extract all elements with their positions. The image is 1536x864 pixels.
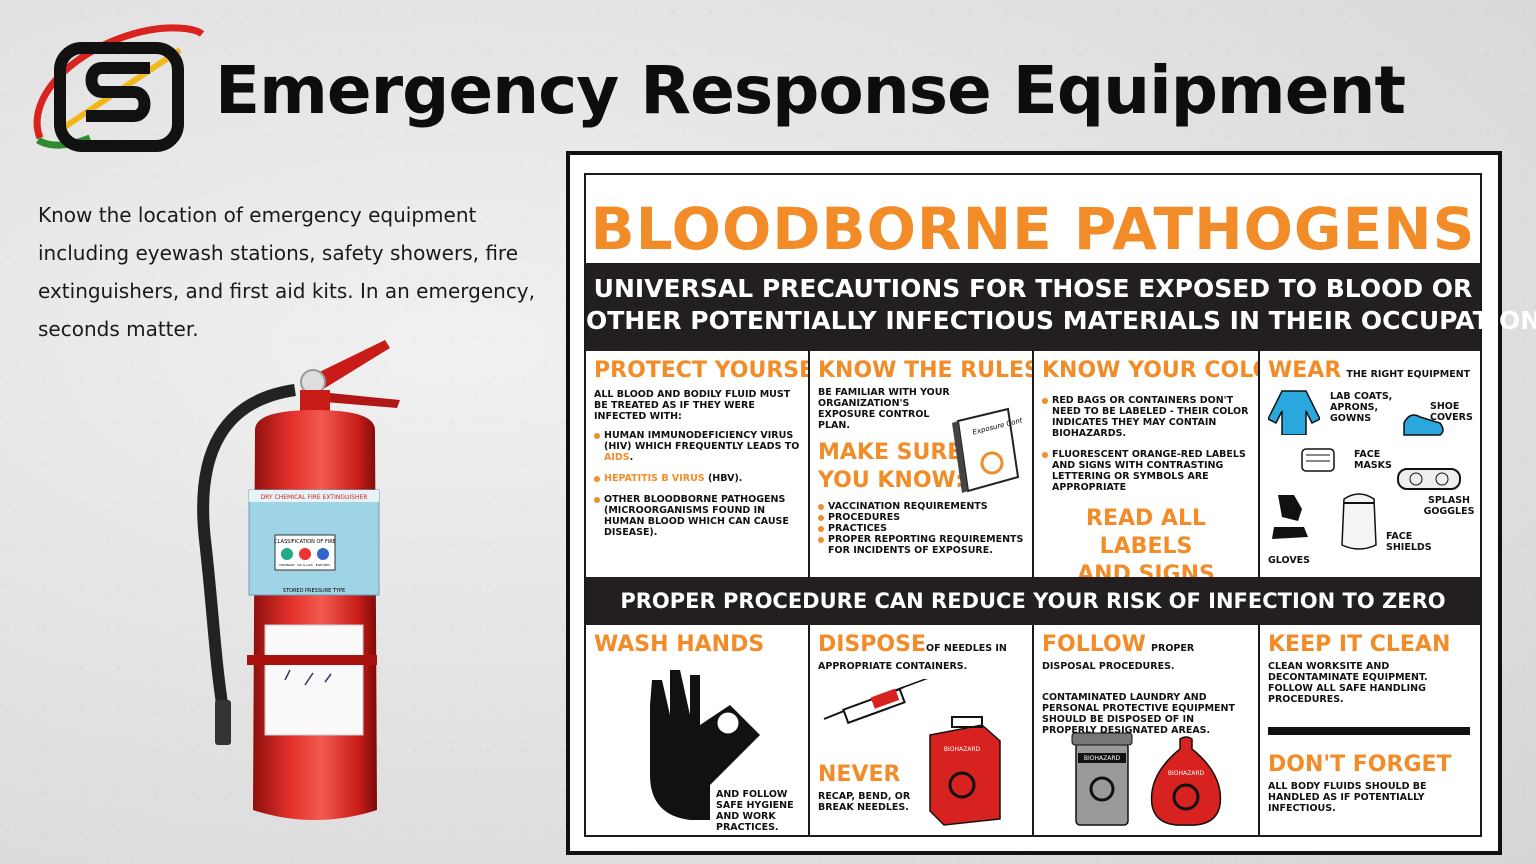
class-ordinary: ORDINARY [279, 563, 295, 567]
face-shields-label: FACE SHIELDS [1386, 531, 1432, 553]
dont-forget-text: ALL BODY FLUIDS SHOULD BE HANDLED AS IF … [1268, 781, 1427, 814]
poster-subtitle-band: UNIVERSAL PRECAUTIONS FOR THOSE EXPOSED … [586, 263, 1536, 351]
section-wear: WEAR THE RIGHT EQUIPMENT LAB COATS, APRO… [1260, 351, 1484, 577]
rules-heading: KNOW THE RULES [818, 358, 1032, 383]
follow-heading-row: FOLLOW PROPER DISPOSAL PROCEDURES. [1042, 633, 1250, 674]
divider [1032, 351, 1034, 577]
rules-list: VACCINATION REQUIREMENTS PROCEDURES PRAC… [818, 501, 1024, 556]
splash-goggles-label: SPLASH GOGGLES [1423, 495, 1475, 517]
hose-nozzle [215, 700, 231, 745]
protect-b1-end: . [629, 452, 634, 463]
gloves-icon [1272, 495, 1308, 539]
bag-label: BIOHAZARD [1168, 770, 1205, 777]
read-labels-line-1: READ ALL LABELS [1086, 506, 1206, 559]
dont-forget-heading: DON'T FORGET [1268, 752, 1452, 777]
colors-bullet-labels: FLUORESCENT ORANGE-RED LABELS AND SIGNS … [1042, 449, 1250, 493]
protect-bullet-other: OTHER BLOODBORNE PATHOGENS (MICROORGANIS… [594, 494, 800, 538]
never-heading: NEVER [818, 762, 901, 787]
fire-extinguisher-image: DRY CHEMICAL FIRE EXTINGUISHER CLASSIFIC… [197, 340, 400, 820]
read-labels-line-2: AND SIGNS [1077, 562, 1215, 577]
intro-text: Know the location of emergency equipment… [38, 203, 536, 341]
protect-bullet-hiv: HUMAN IMMUNODEFICIENCY VIRUS (HIV) WHICH… [594, 430, 800, 463]
section-wash-hands: WASH HANDS AND FOLLOW SAFE HYGIENE AND W… [586, 625, 808, 837]
poster-subtitle-line-1: UNIVERSAL PRECAUTIONS FOR THOSE EXPOSED … [593, 274, 1473, 303]
protect-bullet-hbv: HEPATITIS B VIRUS (HBV). [594, 473, 800, 484]
poster-frame: BLOODBORNE PATHOGENS UNIVERSAL PRECAUTIO… [584, 173, 1536, 837]
shoe-covers-icon [1403, 414, 1444, 436]
make-sure-heading: MAKE SURE [818, 440, 963, 465]
poster-subtitle-line-2: OTHER POTENTIALLY INFECTIOUS MATERIALS I… [586, 306, 1536, 335]
procedure-banner: PROPER PROCEDURE CAN REDUCE YOUR RISK OF… [586, 577, 1480, 625]
never-text: RECAP, BEND, OR BREAK NEEDLES. [818, 791, 911, 813]
colors-heading: KNOW YOUR COLORS [1042, 358, 1258, 383]
rules-item: PROPER REPORTING REQUIREMENTS FOR INCIDE… [818, 534, 1024, 556]
protect-b1-text: HUMAN IMMUNODEFICIENCY VIRUS (HIV) WHICH… [604, 430, 800, 452]
dispose-heading: DISPOSE [818, 632, 926, 657]
biohazard-bag-icon: BIOHAZARD [1150, 736, 1222, 826]
section-protect-yourself: PROTECT YOURSELF ALL BLOOD AND BODILY FL… [586, 351, 808, 577]
protect-intro: ALL BLOOD AND BODILY FLUID MUST BE TREAT… [594, 389, 791, 422]
face-shield-icon [1341, 493, 1377, 550]
poster-title: BLOODBORNE PATHOGENS [590, 195, 1476, 263]
section-know-your-colors: KNOW YOUR COLORS RED BAGS OR CONTAINERS … [1034, 351, 1258, 577]
section-follow: FOLLOW PROPER DISPOSAL PROCEDURES. CONTA… [1034, 625, 1258, 837]
colors-bullet-red-bags: RED BAGS OR CONTAINERS DON'T NEED TO BE … [1042, 395, 1250, 439]
wash-text: AND FOLLOW SAFE HYGIENE AND WORK PRACTIC… [716, 789, 794, 833]
rules-item: PROCEDURES [818, 512, 1024, 523]
bloodborne-pathogens-poster: BLOODBORNE PATHOGENS UNIVERSAL PRECAUTIO… [566, 151, 1536, 855]
section-know-the-rules: KNOW THE RULES BE FAMILIAR WITH YOUR ORG… [810, 351, 1032, 577]
gloves-label: GLOVES [1268, 555, 1311, 566]
divider [1032, 625, 1034, 837]
can-label: BIOHAZARD [1084, 755, 1121, 762]
shoe-covers-label: SHOE COVERS [1430, 401, 1473, 423]
class-electric: ELECTRIC [316, 563, 330, 567]
divider [1258, 625, 1260, 837]
separator-bar [1268, 727, 1470, 735]
dispose-heading-row: DISPOSEOF NEEDLES IN APPROPRIATE CONTAIN… [818, 633, 1024, 674]
syringe-icon [823, 679, 928, 725]
face-mask-icon [1301, 448, 1335, 472]
divider [808, 351, 810, 577]
follow-text: PROPER DISPOSAL PROCEDURES. [1042, 643, 1195, 672]
dispose-text: OF NEEDLES IN APPROPRIATE CONTAINERS. [818, 643, 1007, 672]
protect-b2-text: (HBV). [704, 473, 743, 484]
rules-item: PRACTICES [818, 523, 1024, 534]
you-know-heading: YOU KNOW: [818, 468, 964, 493]
section-keep-it-clean: KEEP IT CLEAN CLEAN WORKSITE AND DECONTA… [1260, 625, 1484, 837]
divider [1258, 351, 1260, 577]
extinguisher-label-pressure: STORED PRESSURE TYPE [283, 588, 345, 594]
protect-heading: PROTECT YOURSELF [594, 358, 808, 383]
clean-text: CLEAN WORKSITE AND DECONTAMINATE EQUIPME… [1268, 661, 1428, 705]
aids-emphasis: AIDS [604, 452, 630, 463]
extinguisher-label-name: DRY CHEMICAL FIRE EXTINGUISHER [261, 494, 368, 501]
face-masks-label: FACE MASKS [1354, 449, 1392, 471]
page-title: Emergency Response Equipment [215, 52, 1406, 129]
wear-heading-small: THE RIGHT EQUIPMENT [1346, 369, 1471, 380]
company-logo [33, 24, 205, 152]
biohazard-can-icon: BIOHAZARD [1071, 732, 1133, 826]
divider [808, 625, 810, 837]
section-dispose: DISPOSEOF NEEDLES IN APPROPRIATE CONTAIN… [810, 625, 1032, 837]
wear-heading: WEAR [1268, 358, 1342, 383]
rules-intro: BE FAMILIAR WITH YOUR ORGANIZATION'S EXP… [818, 387, 950, 431]
extinguisher-label-classification: CLASSIFICATION OF FIRE [274, 539, 336, 545]
lab-coats-label: LAB COATS, APRONS, GOWNS [1330, 391, 1393, 424]
washing-hands-icon [650, 670, 760, 820]
wear-heading-row: WEAR THE RIGHT EQUIPMENT [1268, 359, 1476, 383]
class-oil-gas: OIL & GAS [297, 563, 313, 567]
hepatitis-emphasis: HEPATITIS B VIRUS [604, 473, 705, 484]
wash-heading: WASH HANDS [594, 632, 765, 657]
lab-coat-icon [1268, 390, 1320, 435]
follow-heading: FOLLOW [1042, 632, 1146, 657]
rules-item: VACCINATION REQUIREMENTS [818, 501, 1024, 512]
splash-goggles-icon [1397, 468, 1461, 490]
sharps-container-icon: BIOHAZARD [929, 716, 1001, 826]
exposure-plan-book-icon: Exposure Control Plan [952, 407, 1022, 493]
sharps-label: BIOHAZARD [944, 746, 981, 753]
clean-heading: KEEP IT CLEAN [1268, 632, 1451, 657]
follow-body: CONTAMINATED LAUNDRY AND PERSONAL PROTEC… [1042, 692, 1235, 736]
